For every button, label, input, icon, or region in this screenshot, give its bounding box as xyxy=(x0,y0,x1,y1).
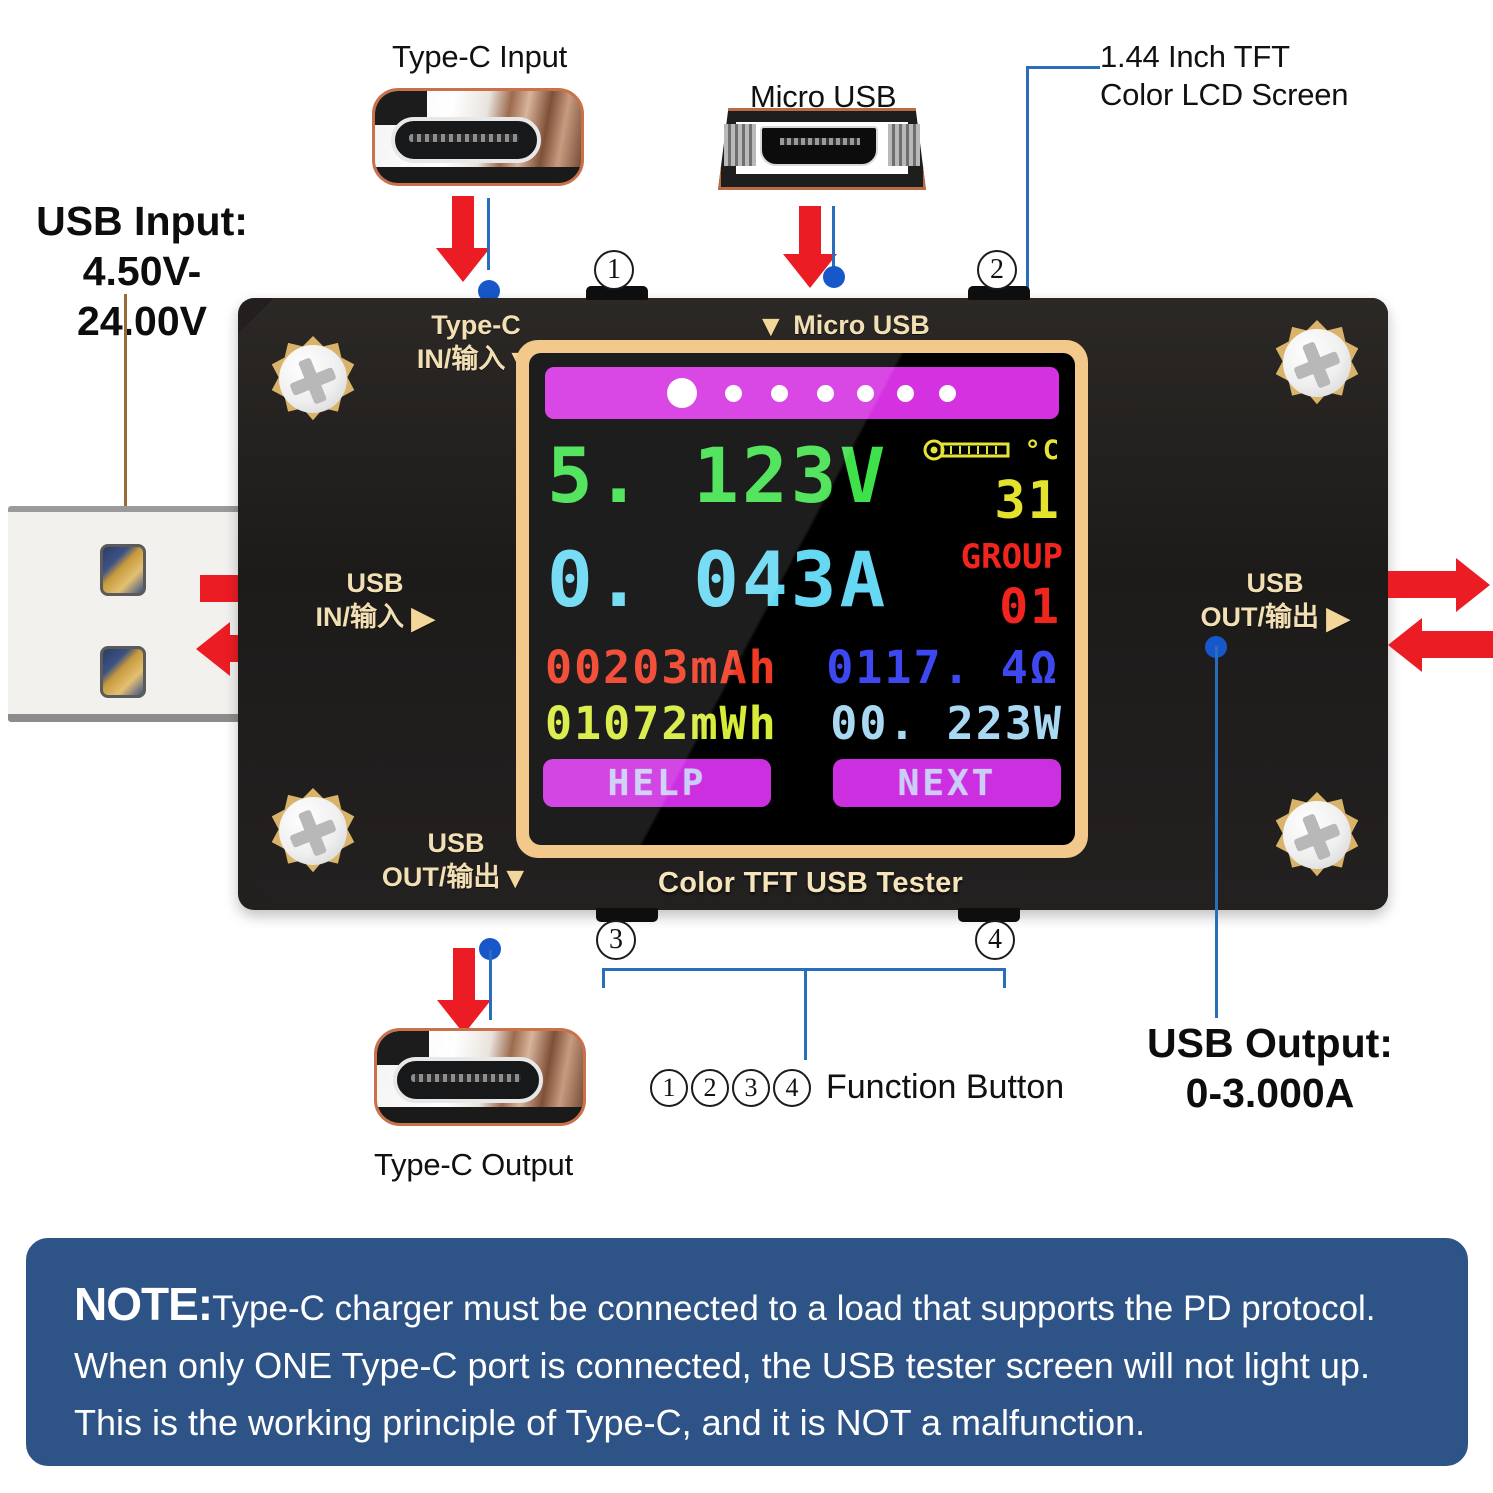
triangle-down-icon: ▼ xyxy=(500,862,531,895)
device-label-usb-in: USB IN/输入 ▶ xyxy=(280,566,470,636)
type-c-port-opening xyxy=(393,1057,543,1103)
function-button-1[interactable] xyxy=(586,286,648,300)
usb-input-leader xyxy=(124,294,127,508)
marker-4: 4 xyxy=(975,920,1015,960)
device-label-usb-out-bottom: USB OUT/输出▼ xyxy=(356,826,556,896)
fn-bracket-right xyxy=(1003,968,1006,988)
device-label-usb-out-right: USB OUT/输出 ▶ xyxy=(1180,566,1370,636)
type-c-input-leader xyxy=(487,198,490,270)
lcd-status-bar xyxy=(545,367,1059,419)
lcd-group-label: GROUP xyxy=(960,537,1063,577)
status-dot-active xyxy=(667,378,697,408)
status-dot xyxy=(897,385,914,402)
triangle-right-icon: ▶ xyxy=(1326,602,1350,635)
note-text-1: Type-C charger must be connected to a lo… xyxy=(212,1289,1376,1328)
status-dot xyxy=(725,385,742,402)
lcd-energy-value: 01072mWh xyxy=(545,697,778,750)
fn-bracket-stem xyxy=(804,968,807,1060)
triangle-right-icon: ▶ xyxy=(411,602,435,635)
lcd-next-button[interactable]: NEXT xyxy=(833,759,1061,807)
legend-number-4: 4 xyxy=(773,1068,811,1107)
fn-bracket-left xyxy=(602,968,605,988)
callout-tft-screen: 1.44 Inch TFT Color LCD Screen xyxy=(1100,39,1349,112)
usb-contact-bottom xyxy=(100,646,146,698)
lcd-current-value: 0. 043A xyxy=(547,535,889,624)
marker-3: 3 xyxy=(596,920,636,960)
micro-usb-pins-left xyxy=(724,124,756,166)
photo-detail xyxy=(375,167,581,183)
device-brand-text: Color TFT USB Tester xyxy=(658,867,964,899)
callout-type-c-output: Type-C Output xyxy=(374,1147,573,1182)
lcd-help-button[interactable]: HELP xyxy=(543,759,771,807)
type-c-output-leader xyxy=(489,950,492,1020)
lcd-temperature-unit: °C xyxy=(1024,435,1061,466)
lcd-capacity-value: 00203mAh xyxy=(545,641,778,694)
status-dot xyxy=(817,385,834,402)
callout-type-c-input: Type-C Input xyxy=(392,39,568,74)
function-button-3[interactable] xyxy=(596,908,658,922)
usb-out-bottom-line1: USB xyxy=(427,828,485,858)
status-dot xyxy=(857,385,874,402)
screw-top-right xyxy=(1274,320,1360,406)
usb-out-bottom-line2: OUT/输出 xyxy=(381,862,501,892)
lcd-group-value: 01 xyxy=(999,579,1061,635)
screw-bottom-left xyxy=(270,788,356,874)
type-c-port-opening xyxy=(391,117,541,163)
note-line-3: This is the working principle of Type-C,… xyxy=(74,1402,1146,1443)
micro-usb-photo xyxy=(718,108,926,190)
micro-usb-pins-right xyxy=(888,124,920,166)
tft-leader-horizontal xyxy=(1026,66,1100,69)
spec-usb-input: USB Input: 4.50V-24.00V xyxy=(36,198,248,344)
marker-1: 1 xyxy=(594,250,634,290)
screw-bottom-right xyxy=(1274,792,1360,878)
usb-in-line2: IN/输入 xyxy=(315,602,404,632)
usb-out-right-line2: OUT/输出 xyxy=(1200,602,1319,632)
note-box: NOTE:Type-C charger must be connected to… xyxy=(26,1238,1468,1466)
lcd-power-value: 00. 223W xyxy=(830,697,1063,750)
micro-usb-port-opening xyxy=(760,126,878,166)
function-button-4[interactable] xyxy=(958,908,1020,922)
micro-usb-text: Micro USB xyxy=(793,310,930,340)
screw-top-left xyxy=(270,336,356,422)
status-dot xyxy=(771,385,788,402)
legend-number-1: 1 xyxy=(650,1068,688,1107)
spec-usb-output: USB Output: 0-3.000A xyxy=(1147,1020,1393,1116)
usb-output-leader xyxy=(1215,646,1218,1018)
function-button-2[interactable] xyxy=(968,286,1030,300)
lcd-screen: 5. 123V °C 31 0. 043A GROUP 01 xyxy=(529,353,1075,845)
micro-usb-leader-dot xyxy=(823,266,845,288)
function-button-legend: 1 2 3 4 Function Button xyxy=(650,1068,1064,1107)
micro-usb-leader xyxy=(832,206,835,268)
legend-number-2: 2 xyxy=(691,1068,729,1107)
typec-in-line2: IN/输入 xyxy=(416,344,506,374)
legend-text: Function Button xyxy=(826,1068,1065,1106)
usb-contact-top xyxy=(100,544,146,596)
status-dot xyxy=(939,385,956,402)
type-c-input-leader-dot xyxy=(478,280,500,302)
type-c-output-photo xyxy=(374,1028,586,1126)
note-label: NOTE: xyxy=(74,1278,213,1330)
type-c-output-leader-dot xyxy=(479,938,501,960)
note-line-2: When only ONE Type-C port is connected, … xyxy=(74,1345,1370,1386)
device-label-micro-usb: ▼ Micro USB xyxy=(756,308,930,344)
lcd-resistance-value: 0117. 4Ω xyxy=(826,641,1059,694)
note-line-1: NOTE:Type-C charger must be connected to… xyxy=(74,1276,1420,1337)
marker-2: 2 xyxy=(977,250,1017,290)
usb-out-right-line1: USB xyxy=(1246,568,1304,598)
type-c-input-photo xyxy=(372,88,584,186)
lcd-screen-frame: 5. 123V °C 31 0. 043A GROUP 01 xyxy=(516,340,1088,858)
triangle-down-icon: ▼ xyxy=(756,310,786,343)
photo-detail xyxy=(377,1107,583,1123)
lcd-voltage-value: 5. 123V xyxy=(547,431,889,520)
usb-in-line1: USB xyxy=(346,568,404,598)
legend-number-3: 3 xyxy=(732,1068,770,1107)
typec-in-line1: Type-C xyxy=(431,310,521,340)
usb-a-plug xyxy=(8,506,244,722)
tft-leader-vertical xyxy=(1026,66,1029,378)
lcd-temperature-value: 31 xyxy=(994,471,1061,531)
thermometer-icon xyxy=(923,439,1010,461)
